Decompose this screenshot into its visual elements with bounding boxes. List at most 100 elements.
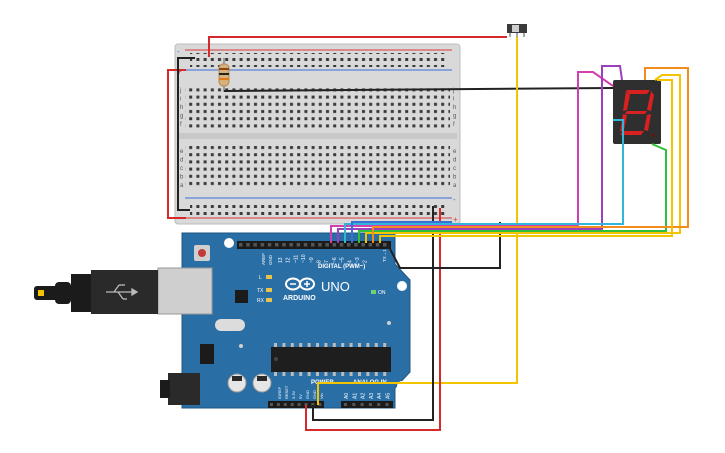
pin-hole[interactable] [260,243,265,247]
pin-hole[interactable] [344,403,347,406]
voltage-regulator [200,344,214,364]
seven-segment-display[interactable] [613,80,661,144]
segment-g [625,111,647,114]
pin-hole[interactable] [318,243,322,247]
digital-label: DIGITAL (PWM~) [318,264,365,270]
row-letter: a [453,183,457,189]
pin-hole[interactable] [304,403,308,406]
rail-plus-bottom: + [453,215,458,224]
slide-switch[interactable] [507,24,527,37]
pin-hole[interactable] [339,243,344,247]
digital-pin-label: 13 [278,257,284,263]
top-terminal-block[interactable] [185,85,450,128]
power-header[interactable] [268,401,324,408]
wire-green[interactable] [358,143,667,243]
pin-hole[interactable] [311,403,315,406]
pin-hole[interactable] [283,403,287,406]
wire-black[interactable] [177,57,195,211]
pin-hole[interactable] [332,243,337,247]
pin-hole[interactable] [368,243,373,247]
pin-hole[interactable] [296,243,301,247]
wire-blue[interactable] [351,221,452,243]
usb-chip [235,290,248,303]
wire-magenta[interactable] [330,71,614,243]
rail-plus-top: + [177,67,182,76]
usb-cable[interactable] [34,270,158,314]
pin-hole[interactable] [368,403,372,406]
arduino-logo-icon [285,277,315,291]
pin-hole[interactable] [360,403,364,406]
row-letter: h [180,105,183,111]
usb-icon [106,284,139,300]
pin-hole[interactable] [276,403,280,406]
pin-hole[interactable] [383,243,387,247]
pin-hole[interactable] [282,243,286,247]
pin-hole[interactable] [377,403,381,406]
analog-pin-label: A2 [361,393,367,399]
pin-hole[interactable] [325,243,329,247]
power-pin-label: 3.3V [291,390,296,399]
digital-pin-label: ~9 [309,257,315,263]
pin-hole[interactable] [253,243,257,247]
pin-hole[interactable] [303,243,308,247]
wire-black[interactable] [223,87,614,92]
wire-purple[interactable] [337,65,623,243]
wire-yellow[interactable] [379,79,673,243]
top-power-rail[interactable] [185,49,452,71]
pin-hole[interactable] [275,243,279,247]
pin-hole[interactable] [311,243,315,247]
led-rx [266,298,272,302]
segment-f [623,91,630,111]
pin-hole[interactable] [289,243,293,247]
wire-red[interactable] [305,208,441,431]
digital-pin-label: 12 [286,257,292,263]
analog-pin-label: A4 [377,393,383,399]
digital-pin-label: 7 [324,260,330,263]
usb-port[interactable] [157,267,213,315]
wire-black[interactable] [387,222,501,269]
pin-hole[interactable] [267,243,272,247]
arduino-model: UNO [321,279,350,294]
analog-pin-label: A0 [344,393,350,399]
dc-power-jack[interactable] [168,373,200,405]
wire-orange[interactable] [372,67,689,243]
pin-hole[interactable] [375,243,380,247]
power-pin-label: 5V [298,394,303,399]
pin-hole[interactable] [318,403,322,406]
power-pin-label: GND [312,390,317,399]
pin-hole[interactable] [297,403,301,406]
digital-pin-label: ~10 [301,254,307,263]
atmega-chip [271,343,391,376]
bottom-terminal-block[interactable] [185,146,450,189]
mounting-hole [397,281,407,291]
pin-hole[interactable] [270,403,273,406]
mounting-hole [224,238,234,248]
pin-hole[interactable] [354,243,358,247]
digital-pin-label: 2 [363,260,369,263]
bottom-power-rail[interactable] [185,197,452,219]
wires[interactable] [167,36,689,431]
resistor[interactable] [218,58,230,92]
pin-hole[interactable] [361,243,365,247]
row-letter: i [180,97,181,103]
wire-red[interactable] [208,36,507,57]
led-rx-label: RX [257,298,265,304]
wire-cyan[interactable] [344,119,624,243]
rail-minus-bottom: - [453,195,456,204]
wire-black[interactable] [312,206,434,421]
wire-yellow[interactable] [317,37,518,405]
pin-hole[interactable] [290,403,294,406]
pin-hole[interactable] [239,243,243,247]
wire-yellow[interactable] [365,74,681,243]
power-pin-label: RESET [284,385,289,399]
pin-hole[interactable] [385,403,389,406]
analog-header[interactable] [341,401,393,408]
pin-hole[interactable] [246,243,250,247]
pin-hole[interactable] [347,243,351,247]
pin-hole[interactable] [352,403,356,406]
segment-a [626,90,650,94]
